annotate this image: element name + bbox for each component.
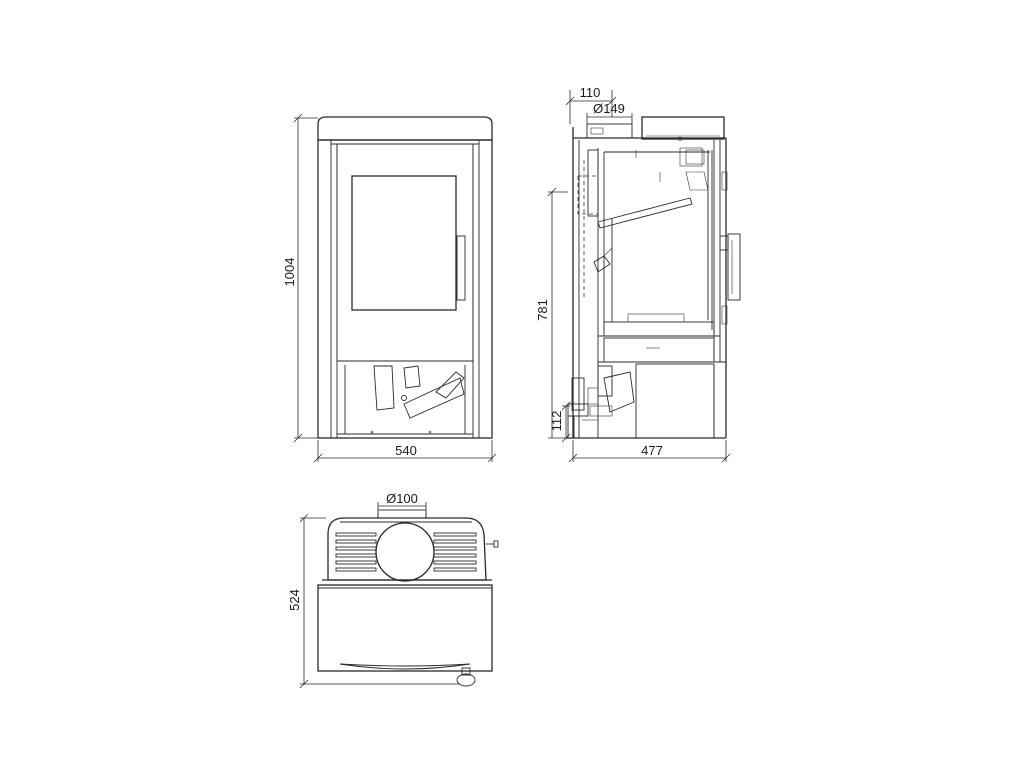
front-width-dimension: 540	[313, 440, 497, 463]
side-flue-diameter-label: Ø149	[593, 101, 625, 116]
side-inlet-height-label: 781	[535, 299, 550, 321]
top-flue-diameter-label: Ø100	[386, 491, 418, 506]
side-bottom-offset-dimension: 112	[549, 401, 571, 443]
front-height-dimension: 1004	[282, 113, 318, 443]
top-depth-dimension: 524	[287, 513, 460, 689]
front-height-label: 1004	[282, 258, 297, 287]
top-view: Ø100	[317, 491, 499, 687]
side-depth-label: 477	[641, 443, 663, 458]
vent-slots-left	[335, 532, 377, 572]
side-top-offset-label: 110	[580, 85, 601, 100]
front-width-label: 540	[395, 443, 417, 458]
side-depth-dimension: 477	[568, 440, 731, 463]
vent-slots-right	[433, 532, 477, 572]
side-view: 110 Ø149	[565, 85, 741, 439]
top-depth-label: 524	[287, 589, 302, 611]
front-view	[317, 116, 493, 439]
side-inlet-height-dimension: 781	[535, 187, 568, 439]
side-bottom-offset-label: 112	[549, 411, 564, 432]
